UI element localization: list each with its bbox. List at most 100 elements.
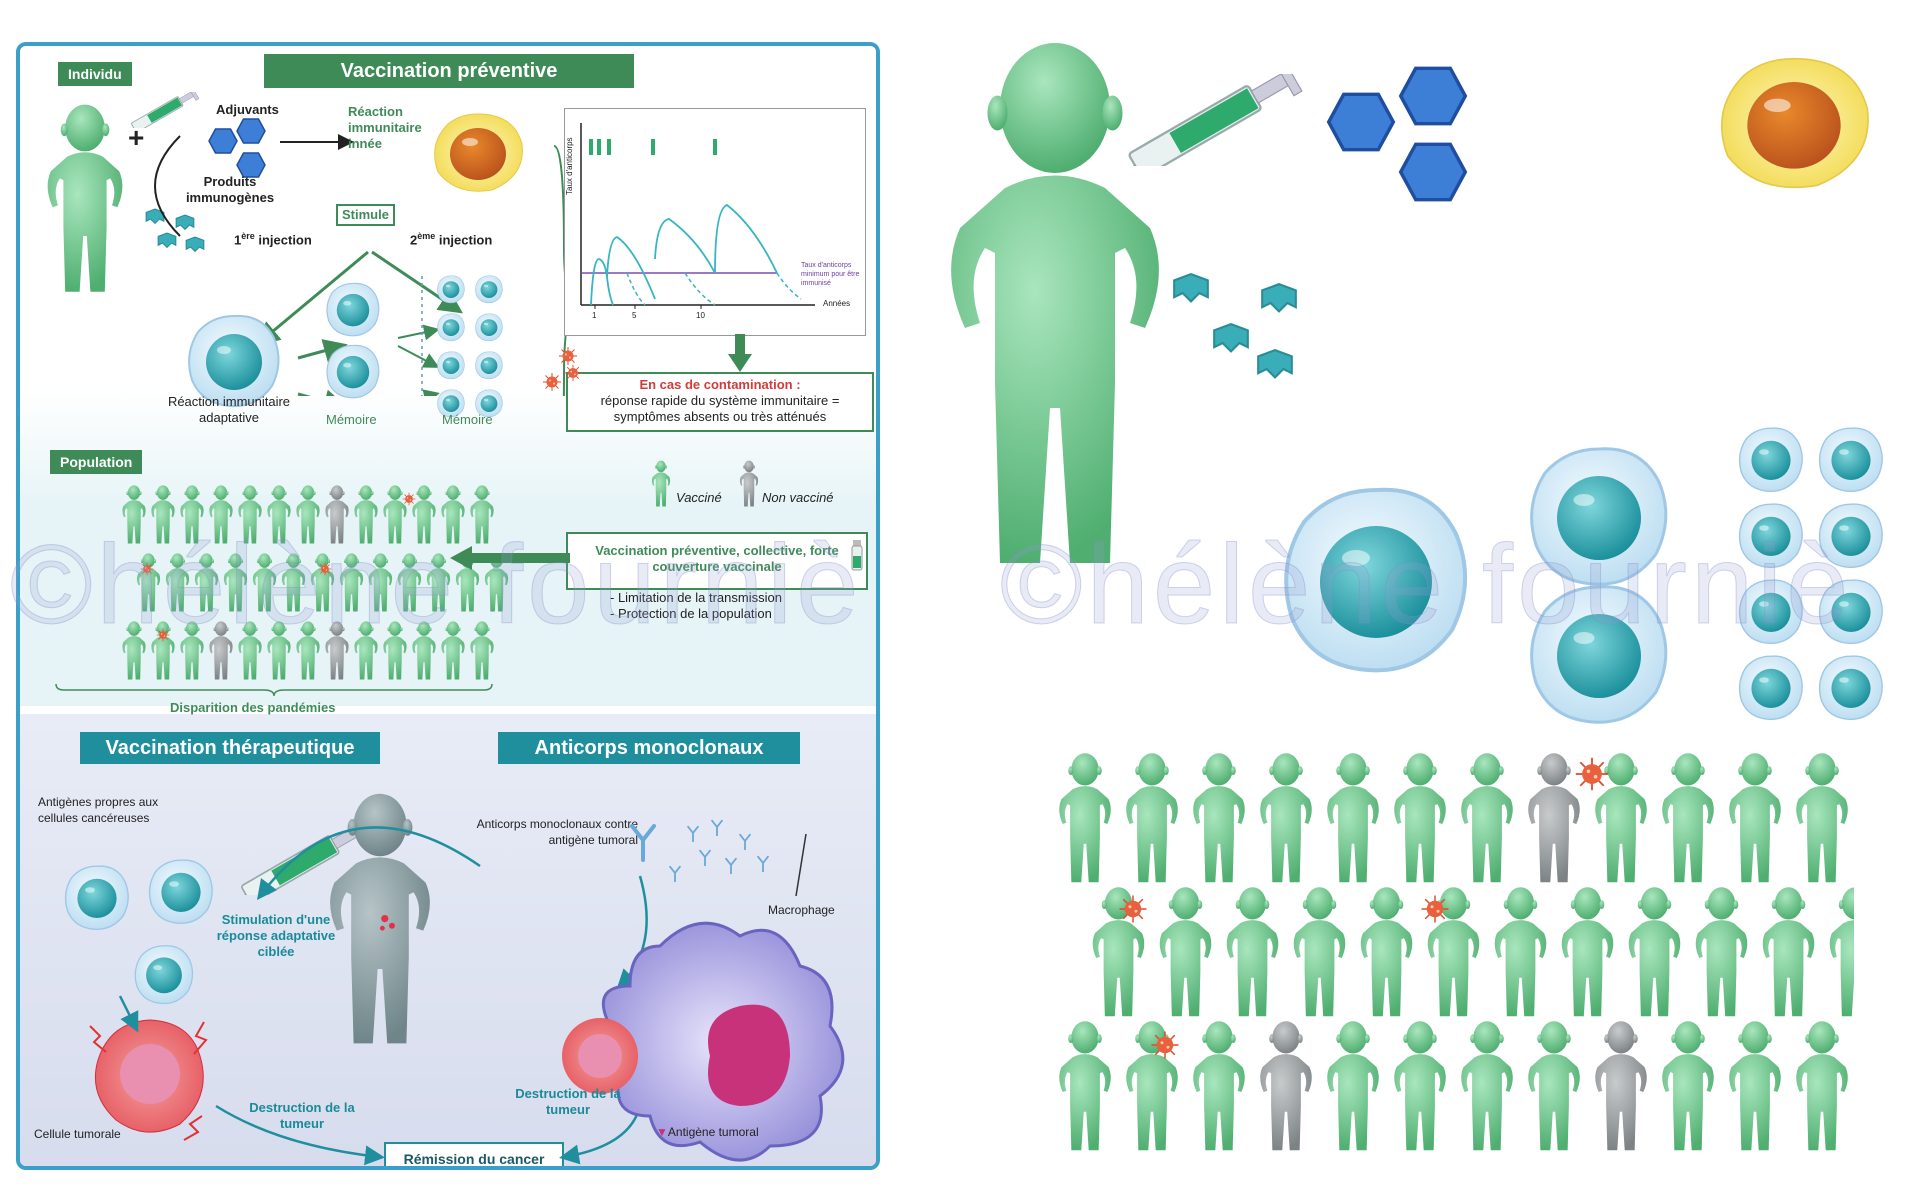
large-hexagons-icon <box>1326 66 1468 202</box>
graph-xtick: 1 <box>592 311 597 320</box>
memory-cell-icon <box>326 282 380 337</box>
monoclonal-destruction-label: Destruction de la tumeur <box>515 1086 621 1117</box>
reaction-adaptative-label: Réaction immunitaire adaptative <box>167 394 291 425</box>
large-chevrons-icon <box>1173 273 1297 379</box>
plus-sign: + <box>128 122 145 153</box>
vaccinated-person-icon <box>1159 887 1212 1017</box>
vaccinated-label: Vacciné <box>676 490 722 505</box>
watermark-text: ©hélène fourniè <box>9 522 863 648</box>
vaccinated-person-icon <box>1796 753 1848 883</box>
vaccinated-person-icon <box>1327 753 1379 883</box>
contamination-text: réponse rapide du système immunitaire = … <box>600 393 840 424</box>
therapeutic-title: Vaccination thérapeutique <box>80 732 380 764</box>
bullet-transmission: - Limitation de la transmission <box>610 590 782 605</box>
vaccinated-person-icon <box>1695 887 1748 1017</box>
vaccinated-person-icon <box>1662 1021 1714 1151</box>
vaccinated-person-icon <box>1126 753 1178 883</box>
unvaccinated-person-icon <box>1528 753 1580 883</box>
virus-icon <box>1420 894 1450 924</box>
vaccinated-person-icon <box>1628 887 1681 1017</box>
antigene-tumoral-label: ▼Antigène tumoral <box>656 1125 759 1139</box>
vaccinated-person-icon <box>1226 887 1279 1017</box>
down-arrow-icon <box>728 334 752 372</box>
produits-label: Produits immunogènes <box>185 174 275 205</box>
antibodies-icon <box>628 819 769 882</box>
left-arrow-icon <box>450 546 570 570</box>
first-injection-label: 1ère injection <box>234 231 312 248</box>
reaction-innee-label: Réaction immunitaire innée <box>348 104 422 151</box>
graph-ylabel: Taux d'anticorps <box>565 137 574 195</box>
antigen-marker-icon: ▼ <box>656 1125 668 1139</box>
vial-icon <box>851 540 863 571</box>
vaccinated-person-icon <box>1293 887 1346 1017</box>
collective-vaccination-text: Vaccination préventive, collective, fort… <box>595 543 839 574</box>
cellule-tumorale-label: Cellule tumorale <box>34 1127 121 1141</box>
section-separator <box>20 706 876 714</box>
macrophage-icon <box>562 921 845 1162</box>
unvaccinated-person-icon <box>738 458 760 510</box>
graph-xlabel: Années <box>823 299 851 308</box>
vaccinated-person-icon <box>1394 1021 1446 1151</box>
vaccinated-person-icon <box>1829 887 1854 1017</box>
memoire-label: Mémoire <box>326 412 377 427</box>
large-population-crowd <box>1059 753 1854 1151</box>
vaccinated-person-icon <box>1528 1021 1580 1151</box>
memoire-label: Mémoire <box>442 412 493 427</box>
vaccinated-person-icon <box>1059 753 1111 883</box>
unvaccinated-person-icon <box>1260 1021 1312 1151</box>
unvaccinated-person-icon <box>1595 1021 1647 1151</box>
patient-person-icon <box>320 786 440 1056</box>
vaccinated-person-icon <box>1394 753 1446 883</box>
collective-vaccination-box: Vaccination préventive, collective, fort… <box>566 532 868 590</box>
anticorps-label: Anticorps monoclonaux contre antigène tu… <box>476 817 638 847</box>
individual-person-icon <box>40 100 130 300</box>
tumor-cell-icon <box>89 1019 208 1141</box>
vaccinated-person-icon <box>1729 753 1781 883</box>
disparition-label: Disparition des pandémies <box>170 700 336 715</box>
preventive-title: Vaccination préventive <box>264 54 634 88</box>
macrophage-label: Macrophage <box>768 903 835 917</box>
vaccinated-person-icon <box>1360 887 1413 1017</box>
destruction-label: Destruction de la tumeur <box>249 1100 355 1131</box>
large-innate-cell-icon <box>1721 57 1869 189</box>
virus-icon <box>402 492 416 506</box>
adjuvants-label: Adjuvants <box>216 102 279 117</box>
remission-box: Rémission du cancer <box>384 1142 564 1166</box>
large-syringe-icon <box>1100 30 1330 210</box>
antibody-curve-chart <box>580 123 815 309</box>
vaccinated-person-icon <box>1729 1021 1781 1151</box>
virus-cluster-icon <box>542 346 582 392</box>
memory-cell-cluster-icon <box>437 275 503 418</box>
vaccinated-person-icon <box>1461 753 1513 883</box>
contamination-box: En cas de contamination : réponse rapide… <box>566 372 874 432</box>
vaccinated-person-icon <box>1193 753 1245 883</box>
vaccinated-person-icon <box>1662 753 1714 883</box>
memory-cell-icon <box>326 344 380 399</box>
second-injection-label: 2ème injection <box>410 231 493 248</box>
monoclonal-title: Anticorps monoclonaux <box>498 732 800 764</box>
antigenes-label: Antigènes propres aux cellules cancéreus… <box>38 795 159 825</box>
population-label: Population <box>50 450 143 474</box>
vaccinated-person-icon <box>1796 1021 1848 1151</box>
infographic-panel: Individu Vaccination préventive + Adjuva… <box>16 42 880 1170</box>
vaccinated-person-icon <box>1059 1021 1111 1151</box>
virus-icon <box>1118 894 1148 924</box>
vaccinated-person-icon <box>1561 887 1614 1017</box>
virus-icon <box>1150 1030 1180 1060</box>
unvaccinated-label: Non vacciné <box>762 490 834 505</box>
stimulation-label: Stimulation d'une réponse adaptative cib… <box>216 912 336 959</box>
graph-xtick: 10 <box>696 311 705 320</box>
vaccinated-person-icon <box>1494 887 1547 1017</box>
vaccinated-person-icon <box>1762 887 1815 1017</box>
virus-icon <box>1574 756 1610 792</box>
watermark-text: ©hélène fourniè <box>999 522 1853 648</box>
contamination-title: En cas de contamination : <box>639 377 801 392</box>
vaccinated-person-icon <box>1260 753 1312 883</box>
stimule-box: Stimule <box>336 204 395 226</box>
graph-xtick: 5 <box>632 311 637 320</box>
vaccinated-person-icon <box>1461 1021 1513 1151</box>
population-brace <box>55 683 493 697</box>
bullet-protection: - Protection de la population <box>610 606 772 621</box>
innate-cell-icon <box>434 113 523 192</box>
graph-threshold-label: Taux d'anticorps minimum pour être immun… <box>801 262 860 287</box>
